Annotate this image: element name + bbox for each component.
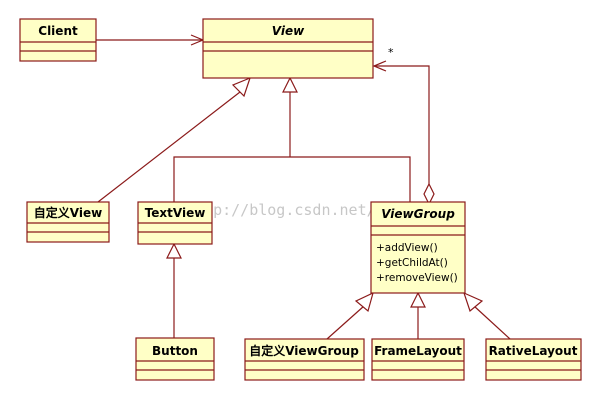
class-button: Button (135, 337, 215, 381)
viewgroup-subclass-generalization (326, 291, 511, 340)
generalization-triangle (282, 76, 298, 93)
viewgroup-view-aggregation (372, 60, 435, 206)
generalization-triangle (463, 291, 484, 313)
class-rativelayout: RativeLayout (485, 338, 582, 381)
customview-generalization (97, 76, 251, 203)
generalization-triangle (354, 291, 374, 313)
class-viewgroup: ViewGroup +addView() +getChildAt() +remo… (370, 201, 466, 294)
class-button-name: Button (152, 344, 198, 358)
class-custom-viewgroup: 自定义ViewGroup (244, 338, 365, 381)
viewgroup-method: +addView() (376, 242, 438, 254)
class-view-name: View (272, 24, 305, 38)
class-custom-view-name: 自定义View (34, 205, 102, 220)
aggregation-diamond (423, 182, 435, 206)
button-generalization (166, 242, 182, 338)
class-textview-name: TextView (145, 206, 206, 220)
client-view-association (96, 34, 205, 46)
viewgroup-method: +removeView() (376, 272, 458, 284)
generalization-triangle (166, 242, 182, 259)
class-framelayout-name: FrameLayout (374, 344, 462, 358)
multiplicity-label: * (388, 46, 394, 59)
class-custom-view: 自定义View (26, 201, 110, 243)
class-view: View (202, 18, 374, 79)
class-framelayout: FrameLayout (371, 338, 465, 381)
class-client-name: Client (38, 24, 78, 38)
viewgroup-method: +getChildAt() (376, 257, 448, 269)
view-subclass-generalization (173, 76, 411, 202)
class-rativelayout-name: RativeLayout (489, 344, 578, 358)
class-viewgroup-name: ViewGroup (381, 207, 455, 221)
generalization-triangle (410, 291, 426, 308)
generalization-triangle (231, 76, 251, 98)
class-textview: TextView (137, 201, 213, 245)
class-custom-viewgroup-name: 自定义ViewGroup (249, 343, 359, 358)
class-client: Client (19, 18, 97, 62)
